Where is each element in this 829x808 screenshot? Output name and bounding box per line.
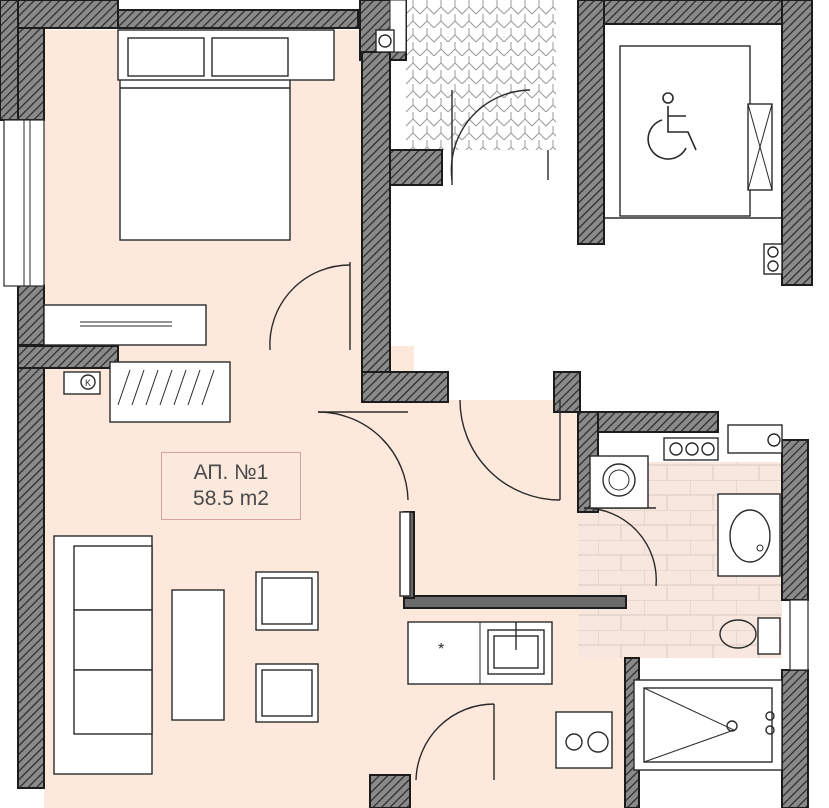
- wall-left-bedroom: [17, 27, 45, 121]
- wall-lift-left: [577, 0, 605, 245]
- wall-left-bedroom-low: [17, 284, 45, 346]
- wall-bath-right: [781, 439, 809, 601]
- windows: [3, 0, 809, 671]
- bathroom-fixtures: [589, 455, 783, 771]
- wardrobe: [43, 304, 207, 346]
- terrace-floor: [406, 0, 556, 150]
- pillow-right: [211, 37, 289, 77]
- bed-icon: [119, 77, 291, 241]
- svg-text:K: K: [85, 378, 91, 388]
- wall-partition-kitchen: [403, 595, 627, 609]
- terrace-door: [450, 89, 549, 185]
- toilet-icon: [719, 617, 781, 655]
- wall-lift-right: [781, 0, 813, 286]
- coffee-table: [171, 589, 225, 721]
- svg-text:*: *: [438, 641, 444, 658]
- sofa-icon: [53, 535, 153, 775]
- wall-bedroom-bottom: [17, 345, 119, 369]
- apartment-area: 58.5 m2: [193, 487, 269, 510]
- living-floor-extra: [230, 346, 360, 406]
- wardrobe-cabinet: [43, 304, 207, 346]
- wall-bath-top: [597, 411, 719, 433]
- kitchen-counter: *: [407, 621, 613, 769]
- hall-floor: [360, 400, 580, 600]
- meters: K: [63, 29, 783, 461]
- wheelchair-icon: [647, 92, 697, 160]
- armchair-icon: [255, 571, 319, 723]
- wall-lift-top: [603, 0, 785, 25]
- wall-top-bedroom-right: [117, 9, 359, 29]
- wall-hall-top: [389, 149, 443, 186]
- bedroom-radiator: [109, 361, 231, 423]
- bed: [117, 29, 335, 241]
- lift: [604, 45, 782, 219]
- meter-symbol: [80, 374, 96, 390]
- wall-bath-right-low: [781, 669, 809, 808]
- bedroom-door: [269, 262, 351, 351]
- wall-hall-column: [361, 371, 449, 403]
- stove-icon: [555, 711, 613, 769]
- window-bathroom-right: [789, 599, 809, 671]
- wall-top-left: [0, 0, 19, 121]
- wall-bath-top-left: [553, 371, 581, 413]
- wall-bottom-living: [369, 774, 411, 808]
- apartment-label: АП. №1 58.5 m2: [161, 452, 301, 520]
- living-bottom-door: [399, 511, 495, 781]
- wall-center-column: [361, 51, 391, 401]
- wall-top-bedroom: [17, 0, 119, 29]
- bathtub-icon: [633, 679, 783, 771]
- bath-sink: [729, 509, 771, 563]
- lift-cabin: [619, 45, 751, 217]
- wall-left-living: [17, 367, 45, 789]
- apartment-number: АП. №1: [193, 461, 269, 484]
- pillow-left: [127, 37, 205, 77]
